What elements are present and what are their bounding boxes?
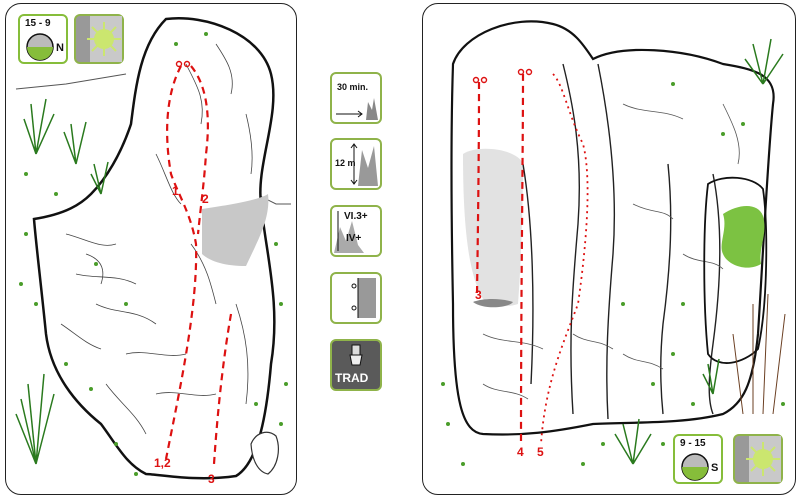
- sun-exposure-badge: [74, 14, 124, 64]
- approach-time-text: 30 min.: [337, 82, 369, 92]
- style-badge: TRAD: [330, 339, 382, 391]
- style-text: TRAD: [335, 371, 369, 385]
- protection-badge: [330, 272, 382, 324]
- grade-hard-text: VI.3+: [344, 211, 368, 222]
- sun-period-badge: 9 - 15 S: [673, 434, 723, 484]
- height-badge: 12 m: [330, 138, 382, 190]
- bolt-icon: [351, 278, 376, 318]
- grade-icon: [334, 211, 364, 253]
- sun-period-badge: 15 - 9 N: [18, 14, 68, 64]
- approach-icon: [336, 98, 378, 120]
- left-topo-panel: 1 2 1,2 3 15 - 9 N: [5, 3, 297, 495]
- orientation-text: S: [711, 462, 719, 474]
- trad-gear-icon: [349, 344, 363, 366]
- height-icon: [350, 143, 378, 186]
- route-label-3: 3: [475, 288, 482, 302]
- height-text: 12 m: [335, 158, 356, 168]
- orientation-text: N: [56, 42, 64, 54]
- grade-badge: VI.3+ IV+: [330, 205, 382, 257]
- sun-icon: [87, 16, 122, 62]
- compass-icon: [26, 33, 54, 61]
- left-rock-drawing: [15, 17, 291, 480]
- route-label-4: 4: [517, 445, 524, 459]
- right-rock-drawing: [441, 20, 786, 466]
- route-label-5: 5: [537, 445, 544, 459]
- sun-exposure-badge: [733, 434, 783, 484]
- info-column: 30 min. 12 m VI.3+ IV+: [330, 72, 382, 392]
- sun-icon: [746, 436, 781, 482]
- approach-time-badge: 30 min.: [330, 72, 382, 124]
- grade-easy-text: IV+: [346, 233, 362, 244]
- right-topo-panel: 3 4 5 9 - 15 S: [422, 3, 796, 495]
- sun-period-text: 15 - 9: [25, 18, 51, 29]
- route-label-3: 3: [208, 472, 215, 486]
- compass-icon: [681, 453, 709, 481]
- route-label-2: 2: [202, 192, 209, 206]
- route-label-1-2: 1,2: [154, 456, 171, 470]
- route-label-1: 1: [172, 184, 179, 198]
- sun-period-text: 9 - 15: [680, 438, 706, 449]
